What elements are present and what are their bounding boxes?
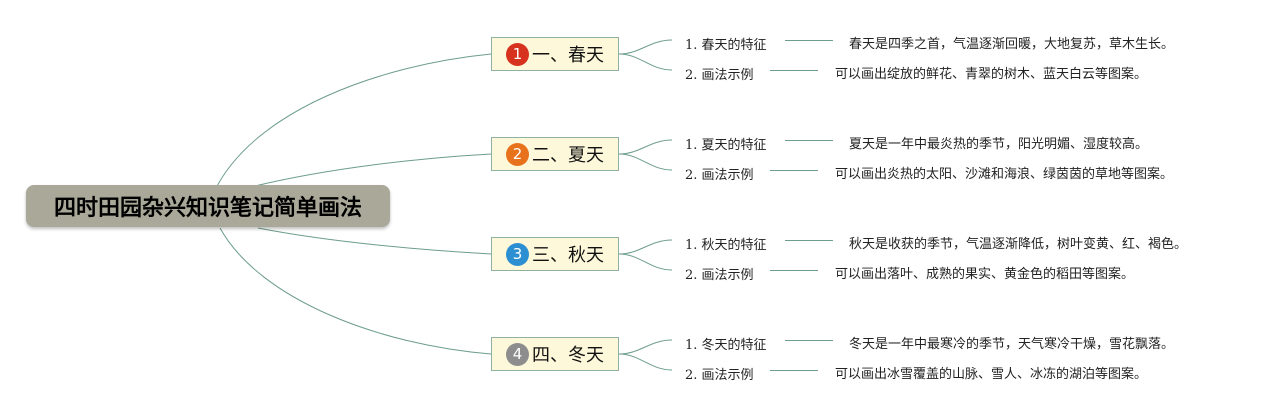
spring-drawing-text[interactable]: 可以画出绽放的鲜花、青翠的树木、蓝天白云等图案。 xyxy=(835,67,1148,82)
root-connector-4 xyxy=(219,227,492,355)
sub-connector-1b xyxy=(618,53,673,71)
branch-label: 二、夏天 xyxy=(532,145,604,166)
root-connector-2 xyxy=(254,153,492,187)
summer-drawing-label[interactable]: 2. 画法示例 xyxy=(685,168,754,183)
summer-feature-label[interactable]: 1. 夏天的特征 xyxy=(685,138,767,153)
detail-connector xyxy=(770,270,818,271)
spring-feature-label[interactable]: 1. 春天的特征 xyxy=(685,38,767,53)
autumn-feature-text[interactable]: 秋天是收获的季节，气温逐渐降低，树叶变黄、红、褐色。 xyxy=(849,237,1188,252)
number-badge-icon: 3 xyxy=(506,242,529,266)
sub-connector-1a xyxy=(618,39,673,55)
number-badge-icon: 2 xyxy=(506,142,529,166)
root-title: 四时田园杂兴知识笔记简单画法 xyxy=(53,196,362,221)
branch-spring[interactable]: 1 一、春天 xyxy=(491,37,619,71)
sub-connector-2b xyxy=(618,153,673,171)
spring-drawing-label[interactable]: 2. 画法示例 xyxy=(685,68,754,83)
branch-label: 一、春天 xyxy=(532,45,604,66)
winter-drawing-label[interactable]: 2. 画法示例 xyxy=(685,368,754,383)
sub-connector-4a xyxy=(618,339,673,355)
branch-autumn[interactable]: 3 三、秋天 xyxy=(491,237,619,271)
number-badge-icon: 1 xyxy=(506,42,529,66)
autumn-feature-label[interactable]: 1. 秋天的特征 xyxy=(685,238,767,253)
number-badge-icon: 4 xyxy=(506,342,529,366)
summer-feature-text[interactable]: 夏天是一年中最炎热的季节，阳光明媚、湿度较高。 xyxy=(849,137,1149,152)
summer-drawing-text[interactable]: 可以画出炎热的太阳、沙滩和海浪、绿茵茵的草地等图案。 xyxy=(835,167,1174,182)
spring-feature-text[interactable]: 春天是四季之首，气温逐渐回暖，大地复苏，草木生长。 xyxy=(849,37,1175,52)
detail-connector xyxy=(770,70,818,71)
branch-label: 三、秋天 xyxy=(532,245,604,266)
detail-connector xyxy=(770,170,818,171)
autumn-drawing-text[interactable]: 可以画出落叶、成熟的果实、黄金色的稻田等图案。 xyxy=(835,267,1135,282)
sub-connector-3a xyxy=(618,239,673,255)
detail-connector xyxy=(785,240,833,241)
root-connector-1 xyxy=(214,53,492,191)
detail-connector xyxy=(770,370,818,371)
detail-connector xyxy=(785,340,833,341)
sub-connector-3b xyxy=(618,253,673,271)
root-connector-3 xyxy=(257,227,492,255)
branch-summer[interactable]: 2 二、夏天 xyxy=(491,137,619,171)
winter-feature-text[interactable]: 冬天是一年中最寒冷的季节，天气寒冷干燥，雪花飘落。 xyxy=(849,337,1175,352)
root-topic[interactable]: 四时田园杂兴知识笔记简单画法 xyxy=(26,185,390,227)
sub-connector-2a xyxy=(618,139,673,155)
winter-feature-label[interactable]: 1. 冬天的特征 xyxy=(685,338,767,353)
detail-connector xyxy=(785,40,833,41)
branch-label: 四、冬天 xyxy=(532,345,604,366)
detail-connector xyxy=(785,140,833,141)
autumn-drawing-label[interactable]: 2. 画法示例 xyxy=(685,268,754,283)
sub-connector-4b xyxy=(618,353,673,371)
winter-drawing-text[interactable]: 可以画出冰雪覆盖的山脉、雪人、冰冻的湖泊等图案。 xyxy=(835,367,1148,382)
branch-winter[interactable]: 4 四、冬天 xyxy=(491,337,619,371)
